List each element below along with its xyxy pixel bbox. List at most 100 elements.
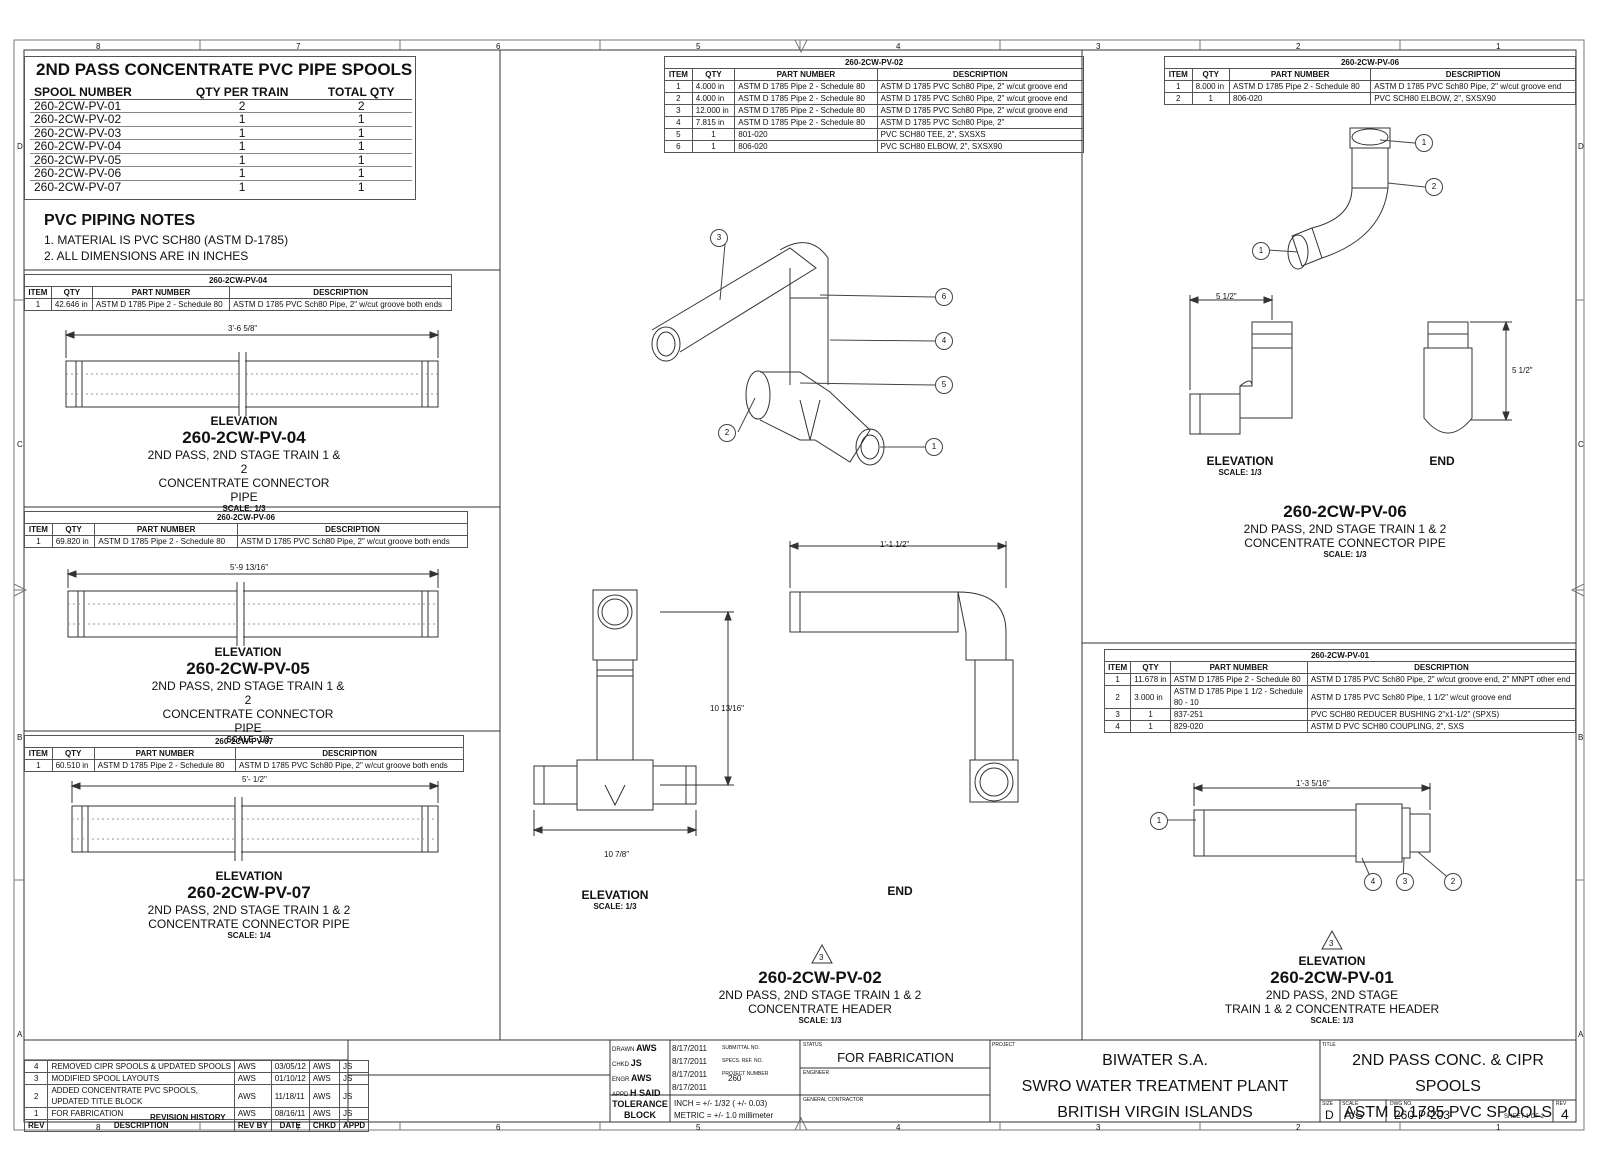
- bom-header-qty: QTY: [1191, 68, 1231, 81]
- table-cell: AWS: [308, 1060, 340, 1073]
- spool-name: 260-2CW-PV-06: [1283, 502, 1407, 521]
- bom-title: 260-2CW-PV-06: [1164, 56, 1576, 69]
- caption-pv06: 260-2CW-PV-06 2ND PASS, 2ND STAGE TRAIN …: [1220, 502, 1470, 559]
- table-cell: 4.000 in: [691, 92, 736, 105]
- revision-history-title: REVISION HISTORY: [150, 1113, 226, 1122]
- table-cell: 260-2CW-PV-06: [30, 166, 174, 181]
- table-cell: 1: [1103, 673, 1132, 686]
- caption-pv01: ELEVATION 260-2CW-PV-01 2ND PASS, 2ND ST…: [1212, 954, 1452, 1025]
- caption-pv02-elevation: ELEVATION SCALE: 1/3: [560, 888, 670, 911]
- table-cell: 806-020: [734, 140, 878, 153]
- balloon-2: 2: [718, 424, 736, 442]
- bom-title: 260-2CW-PV-02: [664, 56, 1084, 69]
- spool-name: 260-2CW-PV-04: [182, 428, 306, 447]
- table-cell: ASTM D 1785 Pipe 2 - Schedule 80: [734, 92, 878, 105]
- balloon-2: 2: [1425, 178, 1443, 196]
- ruler-side-a: A: [17, 1030, 23, 1039]
- caption-pv04: ELEVATION 260-2CW-PV-04 2ND PASS, 2ND ST…: [144, 414, 344, 513]
- table-cell: 11/18/11: [270, 1084, 310, 1108]
- table-cell: 1: [173, 139, 311, 154]
- view-label: ELEVATION: [581, 888, 649, 902]
- bom-header-item: ITEM: [24, 286, 52, 299]
- table-cell: 1: [173, 126, 311, 140]
- ruler-top-8: 8: [96, 42, 101, 51]
- table-cell: 1: [691, 140, 736, 153]
- table-cell: ASTM D 1785 Pipe 2 - Schedule 80: [1169, 673, 1308, 686]
- elevation-pv01: [1192, 783, 1432, 863]
- caption-line-2: TRAIN 1 & 2 CONCENTRATE HEADER: [1224, 1002, 1440, 1016]
- view-label: END: [1429, 454, 1455, 468]
- scale-label: SCALE: 1/3: [1310, 1016, 1354, 1025]
- balloon-3: 3: [710, 229, 728, 247]
- table-cell: 1: [24, 759, 53, 772]
- elevation-pv02: [532, 589, 734, 836]
- spool-name: 260-2CW-PV-01: [1270, 968, 1394, 987]
- ruler-top-3: 3: [1096, 42, 1101, 51]
- size-label: SIZE: [1322, 1101, 1334, 1107]
- table-cell: 2: [23, 1084, 49, 1108]
- caption-line-2: CONCENTRATE CONNECTOR PIPE: [1244, 536, 1446, 550]
- table-cell: ASTM D 1785 PVC Sch80 Pipe, 2" w/cut gro…: [876, 92, 1085, 105]
- caption-pv07: ELEVATION 260-2CW-PV-07 2ND PASS, 2ND ST…: [144, 869, 354, 940]
- table-cell: 260-2CW-PV-02: [30, 112, 174, 127]
- spool-name: 260-2CW-PV-02: [758, 968, 882, 987]
- rev-label-tb: REV: [1556, 1101, 1567, 1107]
- table-cell: 1: [357, 179, 365, 194]
- table-cell: 8.000 in: [1191, 80, 1231, 93]
- sign-off-column: DRAWN AWS CHKD JS ENGR AWS APPD H SAID: [612, 1042, 668, 1102]
- table-cell: PVC SCH80 TEE, 2", SXSXS: [876, 128, 1085, 141]
- table-cell: 1: [310, 166, 412, 181]
- table-cell: 1: [173, 153, 311, 167]
- table-cell: 08/16/11: [270, 1107, 310, 1120]
- ruler-side-d: D: [17, 142, 23, 151]
- bom-header-qty: QTY: [51, 523, 96, 536]
- sign-date: 8/17/2011: [672, 1057, 707, 1066]
- table-cell: ASTM D PVC SCH80 COUPLING, 2", SXS: [1306, 720, 1577, 733]
- bom-header-desc: DESCRIPTION: [1370, 68, 1576, 81]
- bom-header-item: ITEM: [664, 68, 693, 81]
- table-cell: 260-2CW-PV-05: [30, 153, 174, 167]
- dim-pv06-horizontal: 5 1/2": [1216, 292, 1237, 301]
- bom-header-part: PART NUMBER: [91, 286, 231, 299]
- project-line-3: BRITISH VIRGIN ISLANDS: [1057, 1104, 1253, 1121]
- ruler-side-b-right: B: [1578, 733, 1584, 742]
- table-cell: 1: [173, 112, 311, 127]
- status-value: FOR FABRICATION: [837, 1050, 954, 1065]
- table-cell: ASTM D 1785 Pipe 2 - Schedule 80: [734, 116, 878, 129]
- table-cell: 2: [664, 92, 693, 105]
- pipe-pv05: [66, 569, 440, 646]
- table-cell: 12.000 in: [691, 104, 736, 117]
- rev-header: REV BY: [233, 1119, 272, 1132]
- table-cell: ASTM D 1785 PVC Sch80 Pipe, 2" w/cut gro…: [235, 759, 464, 772]
- table-cell: 1: [1191, 92, 1231, 105]
- table-cell: JS: [338, 1072, 370, 1085]
- sign-row-drawn: DRAWN AWS: [612, 1043, 657, 1053]
- scale-label: SCALE: 1/4: [227, 931, 271, 940]
- table-cell: 1: [24, 298, 52, 311]
- dim-pv04: 3'-6 5/8": [228, 324, 258, 333]
- pipe-pv04: [64, 330, 440, 416]
- general-contractor-label: GENERAL CONTRACTOR: [803, 1097, 864, 1103]
- sign-date-column: 8/17/2011 8/17/2011 8/17/2011 8/17/2011: [672, 1042, 707, 1094]
- dim-pv02-vertical: 10 13/16": [710, 704, 744, 713]
- bom-header-qty: QTY: [50, 286, 93, 299]
- sign-row-engr: ENGR AWS: [612, 1073, 652, 1083]
- bom-header-desc: DESCRIPTION: [236, 523, 469, 536]
- bom-header-qty: QTY: [51, 747, 95, 760]
- table-cell: 1: [310, 126, 412, 140]
- dwg-number: 260-P-203: [1394, 1108, 1451, 1122]
- rev-header: APPD: [338, 1119, 370, 1132]
- table-cell: 260-2CW-PV-07: [34, 179, 122, 194]
- dim-pv07: 5'- 1/2": [242, 775, 267, 784]
